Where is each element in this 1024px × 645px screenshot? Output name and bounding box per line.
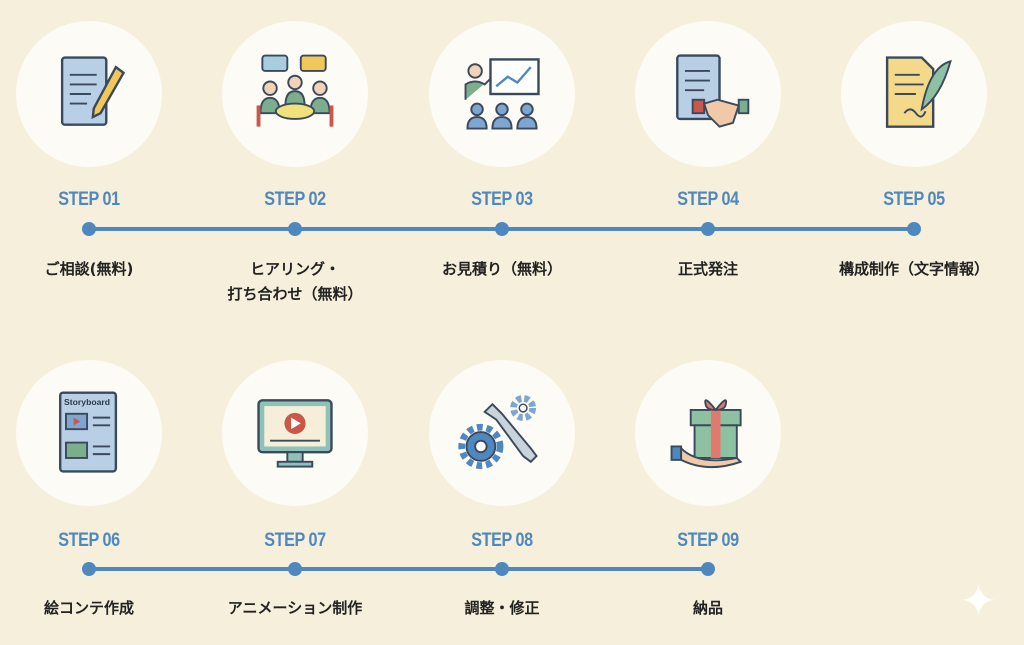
step-02-label-line2: 打ち合わせ（無料） — [227, 285, 363, 303]
step-02-icon-circle — [222, 21, 368, 167]
step-07-dot — [288, 562, 302, 576]
step-07-icon-circle — [222, 360, 368, 506]
presentation-icon — [464, 58, 540, 130]
step-06-icon-circle: Storyboard — [16, 360, 162, 506]
step-06-title: STEP 06 — [58, 530, 120, 551]
step-02-label-line1: ヒアリング・ — [249, 260, 340, 278]
step-09-label: 納品 — [692, 599, 723, 617]
paper-quill-icon — [885, 56, 952, 128]
document-pencil-icon — [60, 56, 126, 126]
step-03-icon-circle — [429, 21, 575, 167]
monitor-play-icon — [257, 399, 333, 468]
gift-hand-icon — [670, 399, 743, 469]
step-06-label: 絵コンテ作成 — [43, 599, 134, 617]
step-06-dot — [82, 562, 96, 576]
step-02-title: STEP 02 — [264, 189, 326, 210]
sparkle-icon: ✦ — [960, 576, 997, 627]
step-08-dot — [495, 562, 509, 576]
step-01-dot — [82, 222, 96, 236]
step-08-label: 調整・修正 — [464, 599, 540, 617]
step-02-dot — [288, 222, 302, 236]
storyboard-icon-text: Storyboard — [64, 397, 110, 407]
storyboard-icon: Storyboard — [58, 391, 118, 473]
step-09-icon-circle — [635, 360, 781, 506]
step-07-title: STEP 07 — [264, 530, 326, 551]
step-04-label: 正式発注 — [677, 260, 738, 278]
step-02-label: ヒアリング・打ち合わせ（無料） — [185, 257, 405, 307]
step-04-dot — [701, 222, 715, 236]
timeline-row-2 — [89, 567, 708, 571]
step-09-title: STEP 09 — [677, 530, 739, 551]
step-05-dot — [907, 222, 921, 236]
step-03-title: STEP 03 — [471, 189, 533, 210]
step-09-dot — [701, 562, 715, 576]
step-07-label: アニメーション制作 — [227, 599, 363, 617]
step-04-title: STEP 04 — [677, 189, 739, 210]
step-01-label: ご相談(無料) — [44, 260, 134, 278]
step-03-dot — [495, 222, 509, 236]
step-05-label: 構成制作（文字情報） — [838, 260, 989, 278]
meeting-icon — [256, 54, 334, 127]
step-03-label: お見積り（無料） — [441, 260, 562, 278]
step-04-icon-circle — [635, 21, 781, 167]
step-01-icon-circle — [16, 21, 162, 167]
gears-wrench-icon — [458, 395, 538, 469]
contract-handshake-icon — [676, 54, 750, 128]
step-08-title: STEP 08 — [471, 530, 533, 551]
step-05-title: STEP 05 — [883, 189, 945, 210]
step-05-icon-circle — [841, 21, 987, 167]
step-08-icon-circle — [429, 360, 575, 506]
step-01-title: STEP 01 — [58, 189, 120, 210]
